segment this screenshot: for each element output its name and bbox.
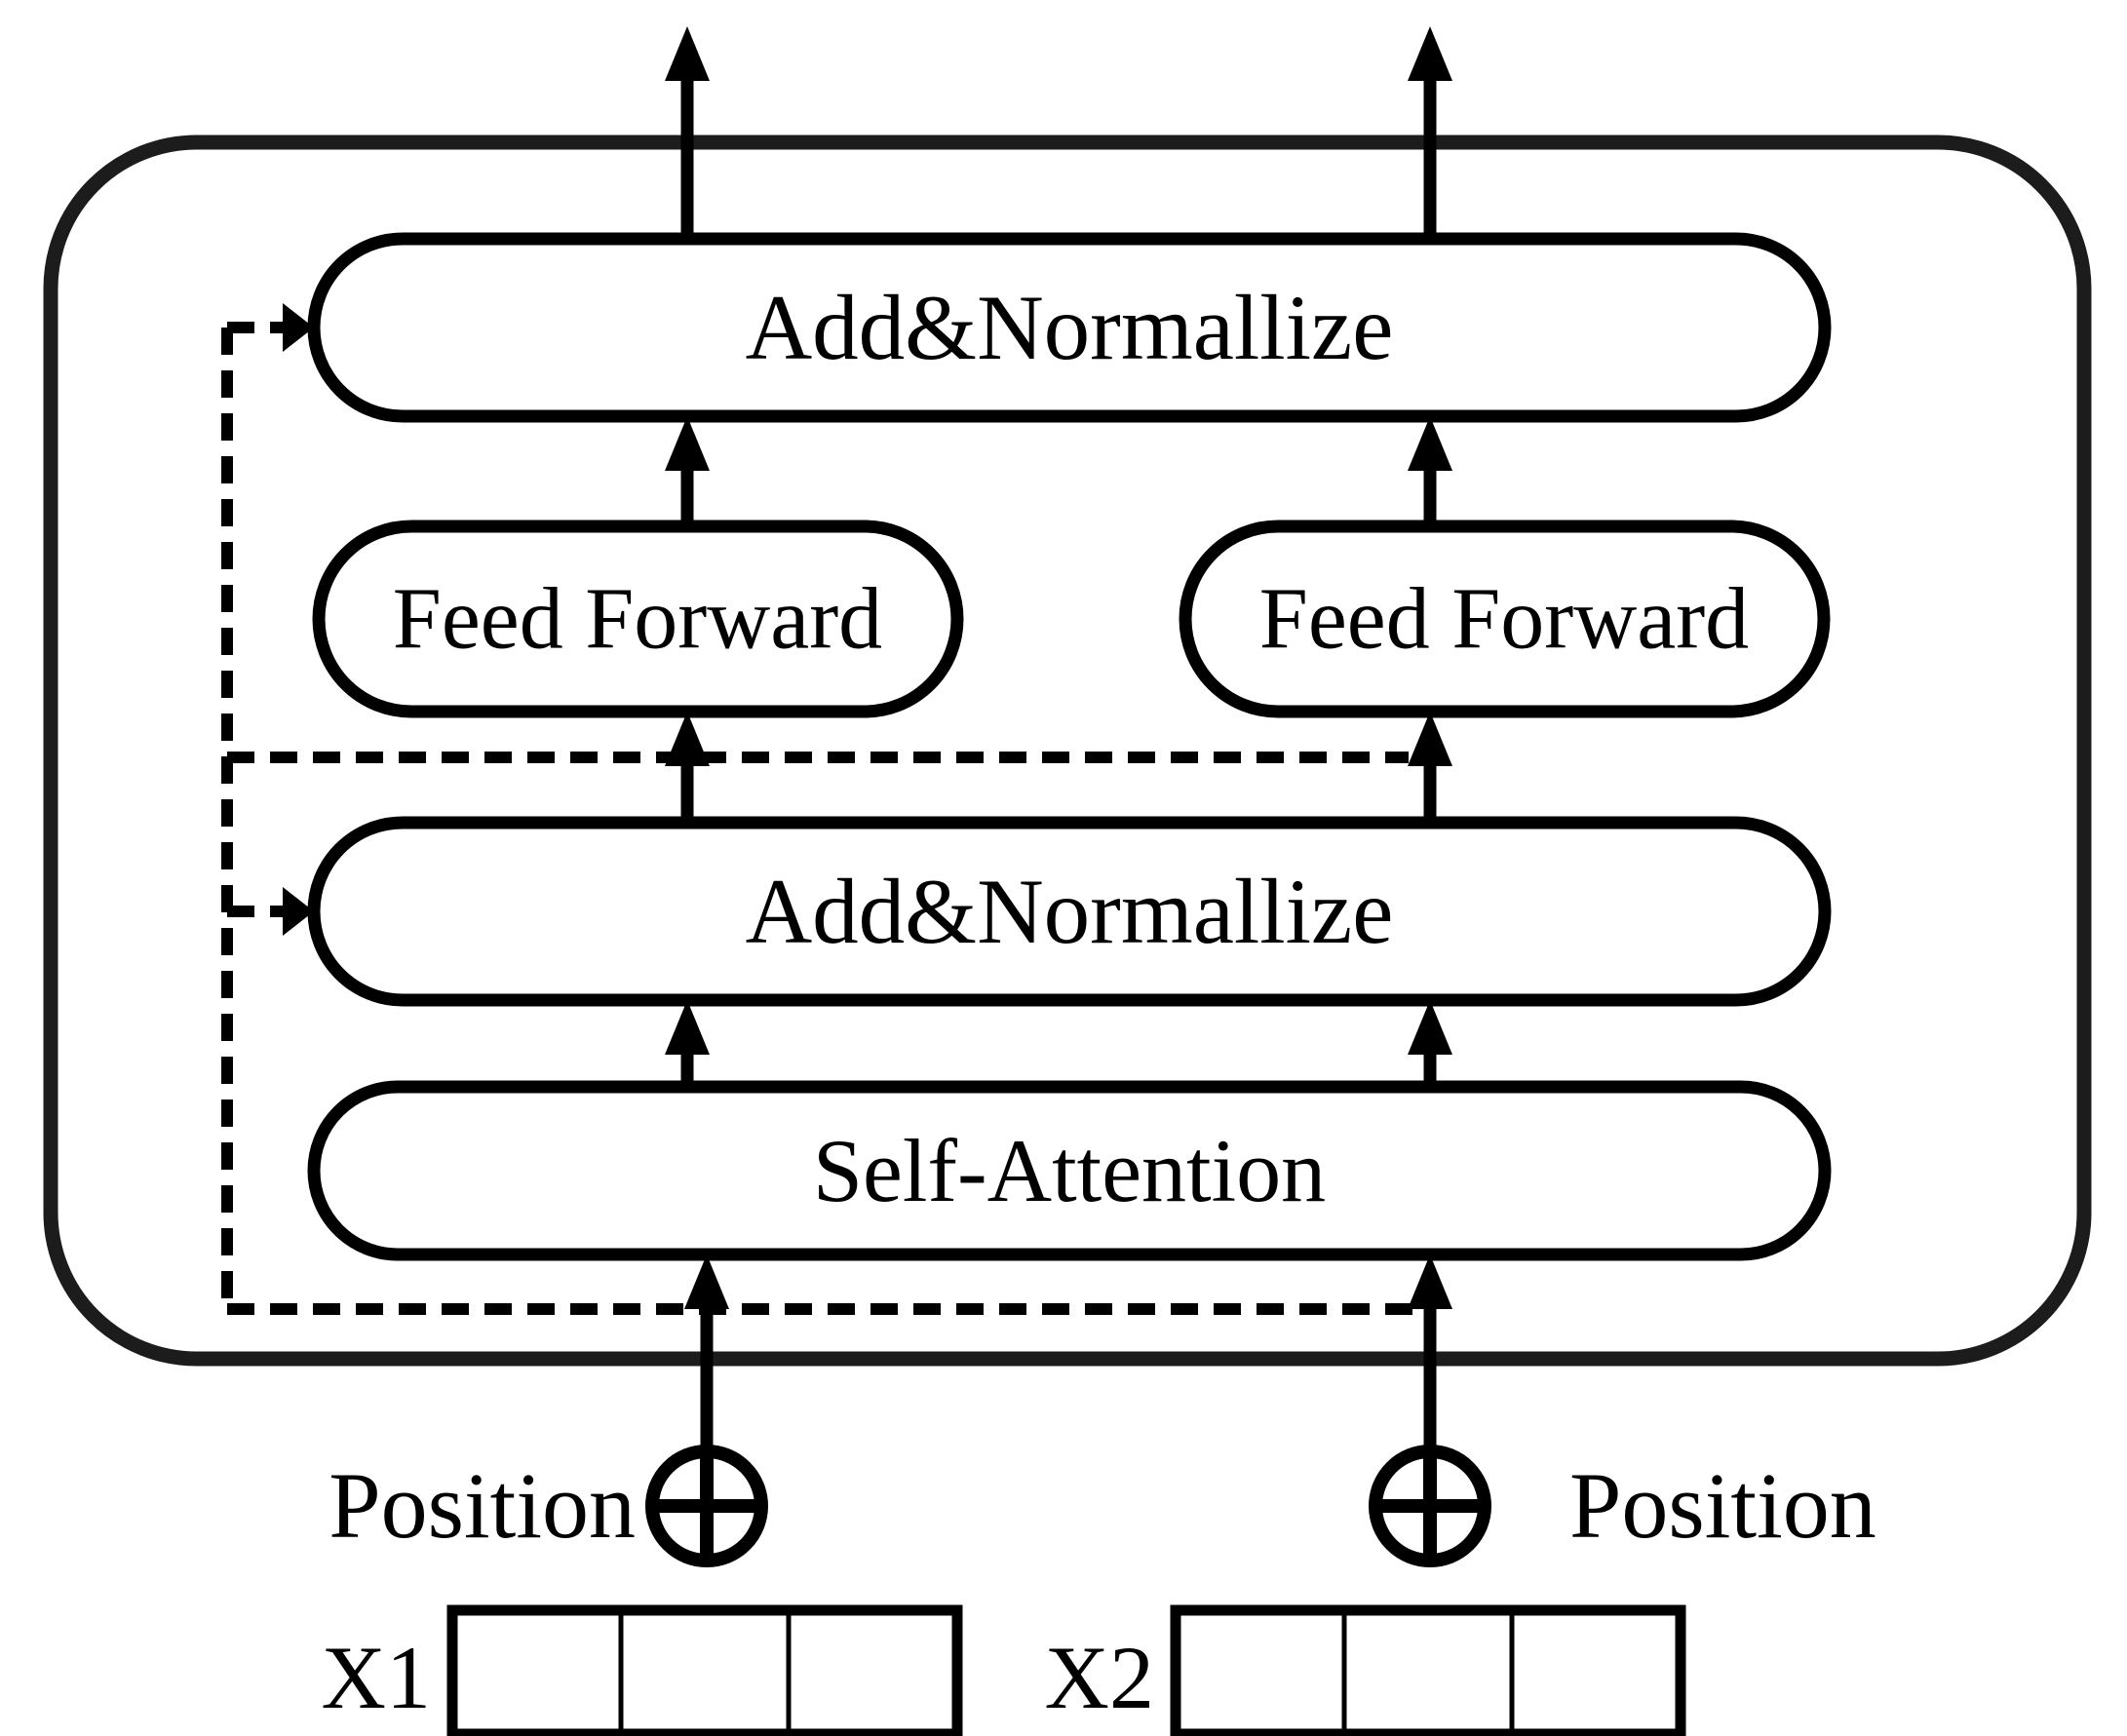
x1-label: X1 [322, 1628, 431, 1727]
residual-connections [221, 303, 1421, 1315]
input-arrow-left [684, 1254, 729, 1448]
block-add-normalize-top-label: Add&Normallize [746, 276, 1394, 379]
block-feed-forward-right-label: Feed Forward [1259, 571, 1749, 668]
block-self-attention-label: Self-Attention [813, 1121, 1326, 1220]
x2-label: X2 [1045, 1628, 1154, 1727]
up-arrowhead-icon [1408, 1254, 1452, 1309]
arrow-ff-right-to-addnorm-top [1408, 416, 1452, 528]
up-arrowhead-icon [1408, 416, 1452, 471]
arrow-selfattn-to-addnorm-mid-right [1408, 1000, 1452, 1089]
arrow-addnorm-mid-to-ff-left [665, 712, 710, 825]
residual-arrowhead-top-icon [283, 303, 314, 352]
up-arrowhead-icon [1408, 26, 1452, 81]
x2-vector-box [1170, 1604, 1686, 1736]
up-arrowhead-icon [665, 416, 710, 471]
up-arrowhead-icon [665, 1000, 710, 1055]
position-add-right: Position [1369, 1445, 1876, 1567]
encoder-outer-box [43, 135, 2092, 1367]
block-feed-forward-right: Feed Forward [1179, 520, 1831, 718]
block-add-normalize-middle-label: Add&Normallize [746, 860, 1394, 963]
input-arrow-right [1408, 1254, 1452, 1448]
residual-arrowhead-middle-icon [283, 887, 314, 936]
up-arrowhead-icon [684, 1254, 729, 1309]
output-arrow-left [665, 26, 710, 239]
up-arrowhead-icon [1408, 1000, 1452, 1055]
block-feed-forward-left-label: Feed Forward [393, 571, 882, 668]
block-feed-forward-left: Feed Forward [312, 520, 964, 718]
circled-plus-icon [1369, 1445, 1491, 1567]
input-vector-x1: X1 [322, 1604, 963, 1736]
block-add-normalize-top: Add&Normallize [307, 232, 1832, 423]
up-arrowhead-icon [665, 26, 710, 81]
up-arrowhead-icon [665, 712, 710, 766]
arrow-selfattn-to-addnorm-mid-left [665, 1000, 710, 1089]
position-left-label: Position [329, 1453, 636, 1558]
position-add-left: Position [329, 1445, 768, 1567]
arrow-addnorm-mid-to-ff-right [1408, 712, 1452, 825]
input-vector-x2: X2 [1045, 1604, 1686, 1736]
x1-vector-box [446, 1604, 963, 1736]
block-self-attention: Self-Attention [307, 1080, 1832, 1261]
circled-plus-icon [645, 1445, 768, 1567]
output-arrow-right [1408, 26, 1452, 239]
arrow-ff-left-to-addnorm-top [665, 416, 710, 528]
position-right-label: Position [1569, 1453, 1876, 1558]
up-arrowhead-icon [1408, 712, 1452, 766]
block-add-normalize-middle: Add&Normallize [307, 816, 1832, 1007]
